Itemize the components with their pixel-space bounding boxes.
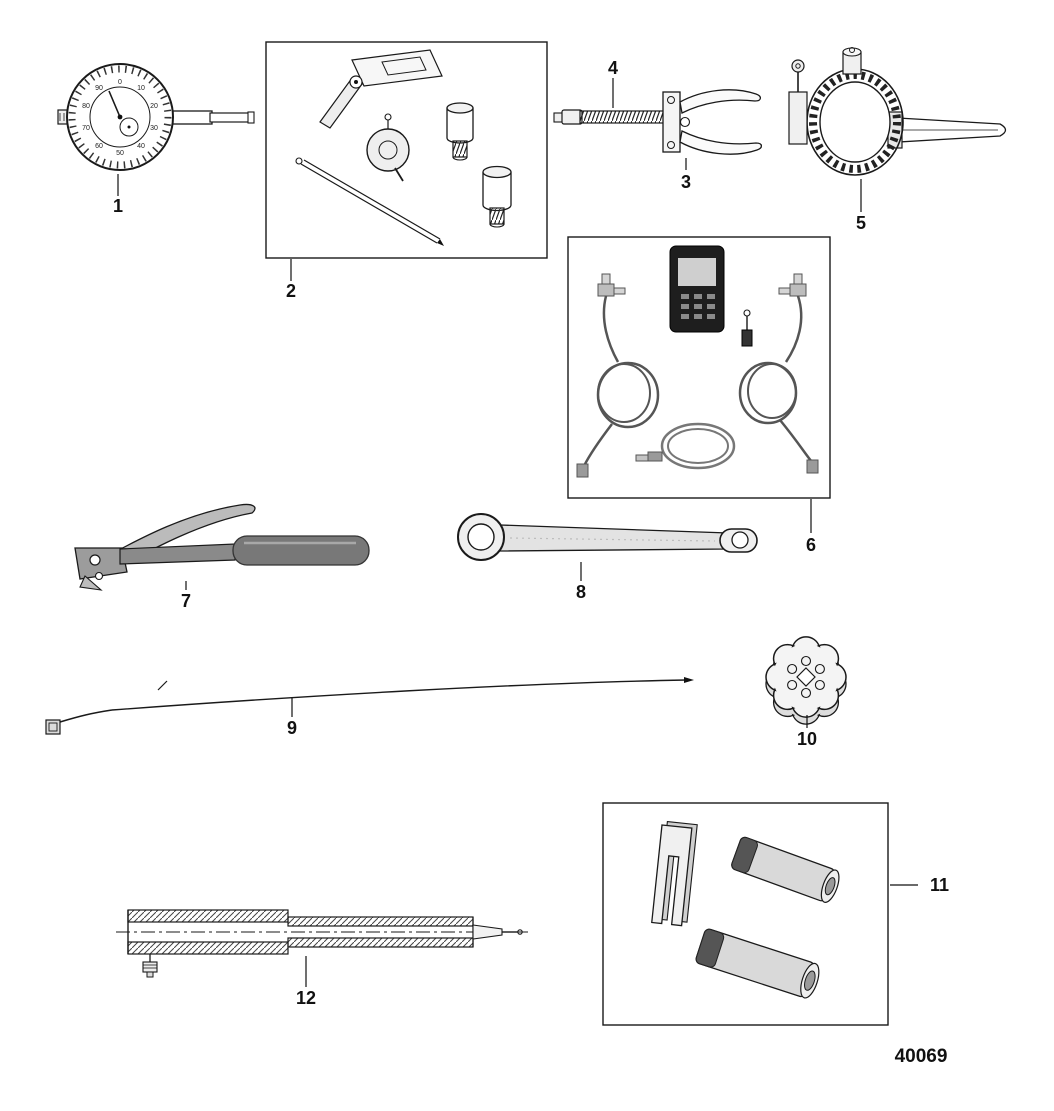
kit-6-right-hose — [738, 273, 819, 474]
strap-wrench-illustration — [74, 503, 370, 591]
callout-9-label: 9 — [287, 718, 297, 738]
clamp-lower-arm — [679, 130, 763, 155]
strap-clamp-tool-illustration — [788, 47, 1007, 176]
dial-indicator-illustration — [57, 63, 255, 171]
kit-11-fork-tool — [651, 820, 698, 927]
rod-taper — [472, 924, 503, 940]
kit-6-left-hose — [576, 273, 660, 478]
outer-tube-top — [127, 909, 289, 923]
callout-1-label: 1 — [113, 196, 123, 216]
kit-6-cable-coil — [635, 422, 736, 470]
long-cable-tool-illustration — [45, 677, 694, 735]
dial-number: 70 — [82, 125, 90, 132]
kit-11-driver-lower — [695, 928, 820, 999]
strap-wrench-latch — [79, 575, 103, 591]
inner-rod-bottom — [287, 937, 474, 948]
rod-tip — [561, 109, 583, 125]
box-end-wrench-illustration — [457, 513, 758, 561]
strap-band-perforations — [809, 71, 901, 173]
dial-number: 40 — [137, 143, 145, 150]
dial-number: 30 — [150, 125, 158, 132]
callout-2-label: 2 — [286, 281, 296, 301]
kit-2-adapter-a — [446, 102, 474, 161]
strap-wrench-handle — [232, 535, 370, 566]
kit-2-adapter-b — [482, 165, 512, 228]
dial-number: 90 — [95, 85, 103, 92]
adjustment-tool-kit-box — [265, 41, 548, 259]
kit-11-driver-upper — [731, 836, 840, 903]
dial-number: 20 — [150, 103, 158, 110]
kit-6-sensor — [741, 309, 753, 347]
cable-tip — [684, 677, 694, 683]
threaded-rod-illustration — [579, 110, 665, 124]
kit-2-rod — [295, 157, 444, 246]
star-knob-center-hole — [796, 667, 816, 687]
callout-8-label: 8 — [576, 582, 586, 602]
drawing-number: 40069 — [895, 1046, 948, 1067]
dial-stem — [171, 110, 213, 125]
callout-3-label: 3 — [681, 172, 691, 192]
callout-10-label: 10 — [797, 729, 817, 749]
callout-12-label: 12 — [296, 988, 316, 1008]
cable-connector — [45, 719, 61, 735]
dial-needle — [108, 90, 121, 118]
cross-section-tool-illustration — [116, 909, 528, 978]
callout-5-label: 5 — [856, 213, 866, 233]
inner-rod-top — [287, 916, 474, 927]
kit-6-meter-screen — [678, 258, 716, 286]
kit-2-clamp-head — [366, 128, 410, 172]
clamp-upper-arm — [679, 89, 762, 114]
callout-11-label: 11 — [930, 875, 949, 895]
cable-wire — [111, 679, 687, 711]
spreader-clamp-tool-illustration — [553, 89, 763, 155]
strap-wrench-shaft — [119, 543, 236, 565]
clamp-plate — [662, 91, 681, 153]
strap-screw-housing — [788, 91, 808, 145]
callout-6-label: 6 — [806, 535, 816, 555]
driver-set-box — [602, 802, 889, 1026]
strap-wrench-head — [74, 547, 128, 580]
dial-number: 80 — [82, 103, 90, 110]
bottom-fitting — [142, 954, 158, 978]
gauge-and-hose-kit-box — [567, 236, 831, 499]
callout-4-label: 4 — [608, 58, 618, 78]
dial-number: 0 — [118, 79, 122, 86]
dial-number: 10 — [137, 85, 145, 92]
star-knob-illustration — [765, 636, 847, 725]
dial-scale-numbers: 0 10 20 30 40 50 60 70 80 90 — [82, 79, 158, 157]
strap-band-inner — [819, 81, 891, 163]
dial-number: 50 — [116, 150, 124, 157]
dial-number: 60 — [95, 143, 103, 150]
kit-box-11-outline — [602, 802, 889, 1026]
outer-tube-bottom — [127, 941, 289, 955]
callout-7-label: 7 — [181, 591, 191, 611]
